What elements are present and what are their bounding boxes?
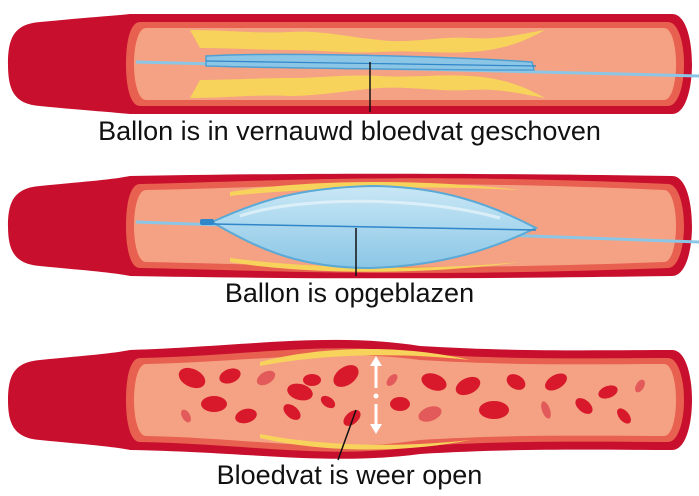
caption-balloon-inserted: Ballon is in vernauwd bloedvat geschoven (0, 116, 699, 146)
blood-cell (479, 401, 509, 419)
panel-balloon-inflated (8, 174, 699, 279)
blood-cell (303, 374, 321, 386)
blood-cell (201, 396, 227, 412)
caption-vessel-open: Bloedvat is weer open (0, 460, 699, 490)
catheter-tip (200, 219, 214, 225)
caption-balloon-inflated: Ballon is opgeblazen (0, 278, 699, 308)
blood-cell (390, 397, 410, 411)
panel-balloon-inserted (8, 14, 699, 114)
panel-vessel-open (8, 340, 692, 460)
